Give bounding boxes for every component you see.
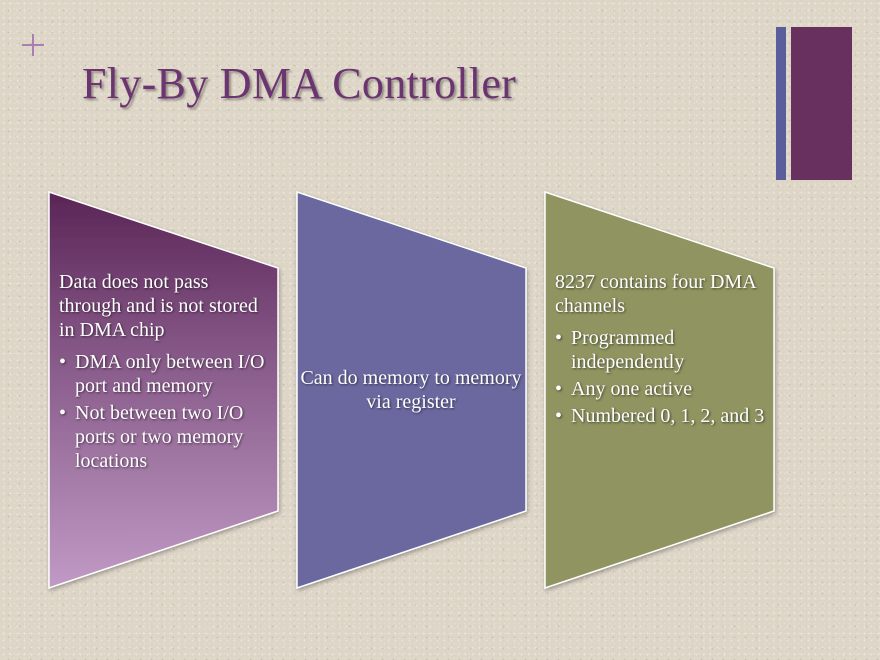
panel-3-heading: 8237 contains four DMA channels [555, 271, 756, 317]
panel-2-heading: Can do memory to memory via register [300, 367, 522, 413]
panel-3-bullet: Any one active [555, 377, 770, 401]
decorative-bar-thick [791, 27, 852, 180]
panel-2-shape [296, 190, 527, 590]
panel-1-bullet-list: DMA only between I/O port and memory Not… [59, 350, 274, 473]
plus-icon [19, 32, 47, 60]
panel-1-bullet: DMA only between I/O port and memory [59, 350, 274, 398]
panel-2-text: Can do memory to memory via register [300, 366, 522, 422]
panel-1-heading: Data does not pass through and is not st… [59, 271, 258, 341]
panel-3-bullet-list: Programmed independently Any one active … [555, 326, 770, 428]
decorative-bar-thin [776, 27, 786, 180]
panel-3-bullet: Numbered 0, 1, 2, and 3 [555, 404, 770, 428]
panel-1-text: Data does not pass through and is not st… [59, 270, 274, 476]
slide-title: Fly-By DMA Controller [82, 59, 517, 108]
panel-1-bullet: Not between two I/O ports or two memory … [59, 401, 274, 473]
panel-3-bullet: Programmed independently [555, 326, 770, 374]
panel-3-text: 8237 contains four DMA channels Programm… [555, 270, 770, 431]
